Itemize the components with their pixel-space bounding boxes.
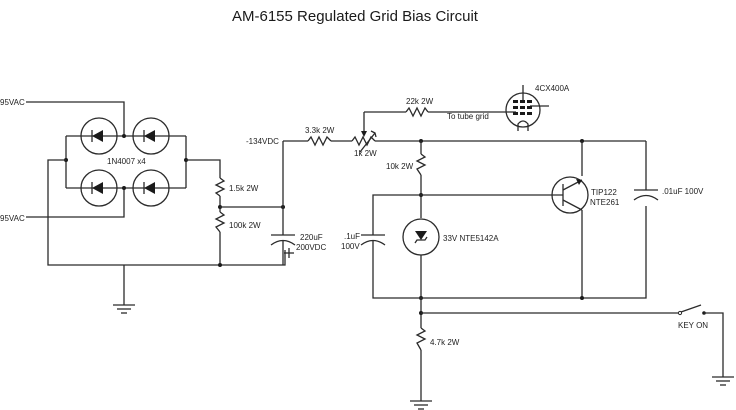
- ground-icon: [113, 265, 135, 314]
- transistor-icon: [551, 176, 589, 214]
- tube-label: 4CX400A: [535, 84, 570, 93]
- bridge-rectifier: 1N4007 x4: [64, 117, 188, 207]
- resistor-10k-icon: [415, 153, 427, 176]
- zener-label: 33V NTE5142A: [443, 234, 499, 243]
- ac-input-bottom: 95VAC: [0, 188, 125, 223]
- c-1uf-label: .1uF: [344, 232, 360, 241]
- pot-1k-label: 1k 2W: [354, 149, 377, 158]
- resistor-22k-icon: [405, 106, 429, 118]
- zener-diode-icon: [402, 218, 440, 256]
- r-10k-label: 10k 2W: [386, 162, 414, 171]
- key-on-label: KEY ON: [678, 321, 708, 330]
- r-22k-label: 22k 2W: [406, 97, 434, 106]
- c-220uf-voltage-label: 200VDC: [296, 243, 326, 252]
- resistor-100k-icon: [214, 211, 226, 233]
- diode-icon: [132, 117, 170, 155]
- capacitor-220uf-icon: [270, 234, 296, 258]
- transistor-alt-label: NTE261: [590, 198, 620, 207]
- ground-icon: [712, 376, 734, 386]
- vdc-label: -134VDC: [246, 137, 279, 146]
- ac-top-label: 95VAC: [0, 98, 25, 107]
- key-switch[interactable]: [677, 304, 706, 316]
- capacitor-001uf-icon: [633, 189, 659, 201]
- ground-icon: [410, 400, 432, 410]
- resistor-1k5-icon: [214, 177, 226, 197]
- to-grid-label: To tube grid: [447, 112, 489, 121]
- r-1k5-label: 1.5k 2W: [229, 184, 259, 193]
- ac-input-top: 95VAC: [0, 98, 125, 136]
- potentiometer-1k-icon: [351, 112, 377, 153]
- diode-icon: [132, 169, 170, 207]
- c-1uf-voltage-label: 100V: [341, 242, 360, 251]
- resistor-4k7-icon: [415, 327, 427, 351]
- resistor-3k3-icon: [307, 135, 332, 147]
- diagram-title: AM-6155 Regulated Grid Bias Circuit: [232, 8, 479, 25]
- transistor-label: TIP122: [591, 188, 617, 197]
- ac-bottom-label: 95VAC: [0, 214, 25, 223]
- r-3k3-label: 3.3k 2W: [305, 126, 335, 135]
- bridge-label: 1N4007 x4: [107, 157, 146, 166]
- vacuum-tube-icon: [505, 85, 549, 131]
- capacitor-01uf-icon: [360, 234, 386, 246]
- diode-icon: [80, 169, 118, 207]
- r-4k7-label: 4.7k 2W: [430, 338, 460, 347]
- c-001uf-label: .01uF 100V: [662, 187, 704, 196]
- diode-icon: [80, 117, 118, 155]
- r-100k-label: 100k 2W: [229, 221, 261, 230]
- c-220uf-label: 220uF: [300, 233, 323, 242]
